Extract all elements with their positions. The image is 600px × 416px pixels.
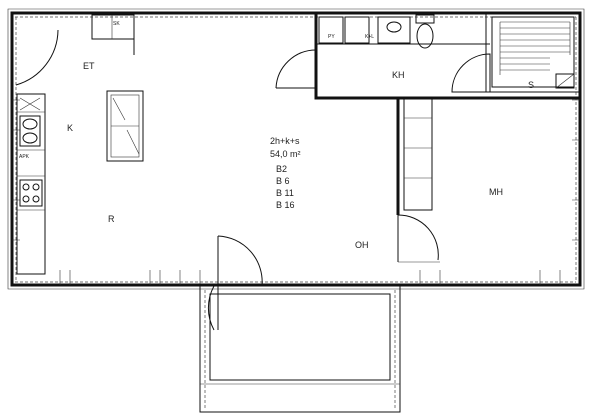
sk-label: SK: [113, 21, 120, 27]
apartment-area: 54,0 m²: [270, 149, 301, 159]
entry-closet: [15, 14, 135, 86]
apartment-type: 2h+k+s: [270, 136, 300, 146]
room-s-label: S: [528, 80, 534, 90]
sauna-bench: [491, 16, 575, 88]
room-mh-label: MH: [489, 187, 503, 197]
apartment-code-1: B2: [276, 164, 287, 174]
wall-hatching: [12, 99, 580, 285]
kl-label: K+L: [365, 34, 374, 40]
room-k-label: K: [67, 123, 73, 133]
apartment-code-2: B 6: [276, 176, 290, 186]
py-label: PY: [328, 34, 335, 40]
apartment-code-4: B 16: [276, 200, 295, 210]
room-et-label: ET: [83, 61, 95, 71]
kitchen-counter: [16, 93, 46, 275]
wardrobe-wall: [396, 98, 440, 263]
bathroom-block: [275, 13, 580, 100]
room-r-label: R: [108, 214, 115, 224]
room-oh-label: OH: [355, 240, 369, 250]
exterior-walls: [7, 8, 585, 290]
balcony: [199, 235, 401, 413]
kitchen-island: [106, 90, 144, 162]
room-kh-label: KH: [392, 70, 405, 80]
apk-label: APK: [19, 154, 30, 160]
apartment-code-3: B 11: [276, 188, 294, 198]
